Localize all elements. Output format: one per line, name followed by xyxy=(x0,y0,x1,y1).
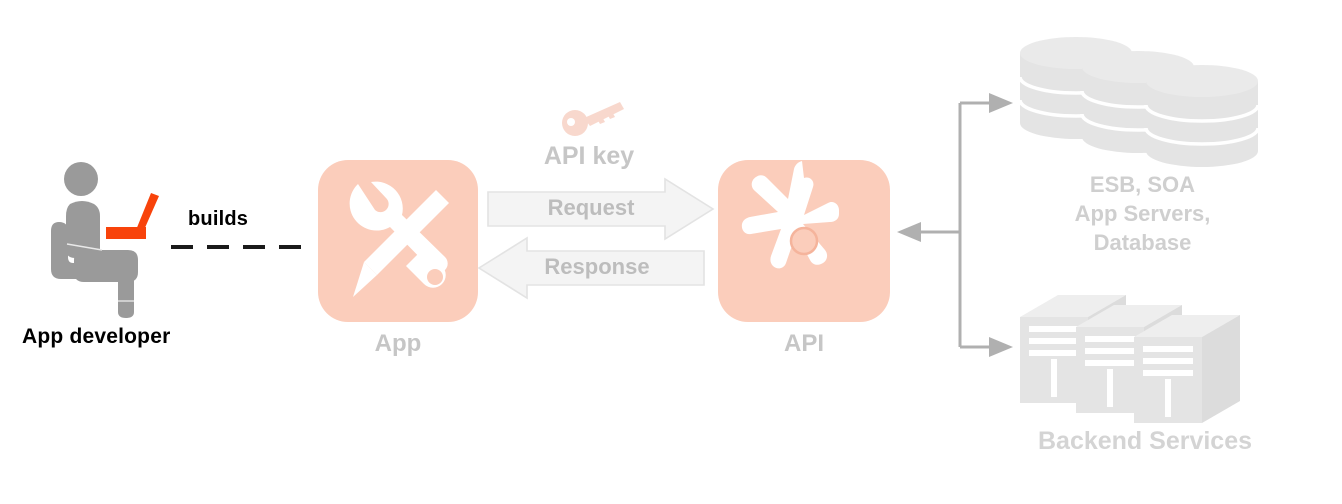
response-label: Response xyxy=(544,254,650,279)
arrow-head-to-api xyxy=(897,222,921,242)
server-rack-icon xyxy=(1018,283,1268,423)
wrench-and-pencil-icon xyxy=(349,181,449,297)
request-arrow xyxy=(487,177,715,241)
api-label: API xyxy=(783,330,824,357)
esb-label-line-3: Database xyxy=(1093,230,1192,255)
api-star-burst-icon xyxy=(741,161,839,269)
database-stack-icon xyxy=(1016,33,1266,169)
esb-soa-label: ESB, SOA App Servers, Database xyxy=(1030,170,1255,257)
backend-services-label: Backend Services xyxy=(1037,427,1253,455)
app-developer-label: App developer xyxy=(22,325,171,348)
esb-label-line-2: App Servers, xyxy=(1074,201,1211,226)
request-label: Request xyxy=(547,195,635,220)
api-tile[interactable] xyxy=(718,160,890,322)
laptop-icon xyxy=(106,193,159,239)
backend-connector xyxy=(885,85,1025,365)
app-developer-icon xyxy=(40,160,175,318)
response-arrow xyxy=(477,236,705,300)
app-tile[interactable] xyxy=(318,160,478,322)
esb-label-line-1: ESB, SOA xyxy=(1089,172,1196,197)
arrow-head-to-databases xyxy=(989,93,1013,113)
builds-dashed-line xyxy=(170,243,310,251)
app-label: App xyxy=(374,330,422,357)
builds-label: builds xyxy=(188,208,249,230)
arrow-head-to-servers xyxy=(989,337,1013,357)
key-icon xyxy=(560,98,630,138)
api-key-label: API key xyxy=(543,142,635,170)
